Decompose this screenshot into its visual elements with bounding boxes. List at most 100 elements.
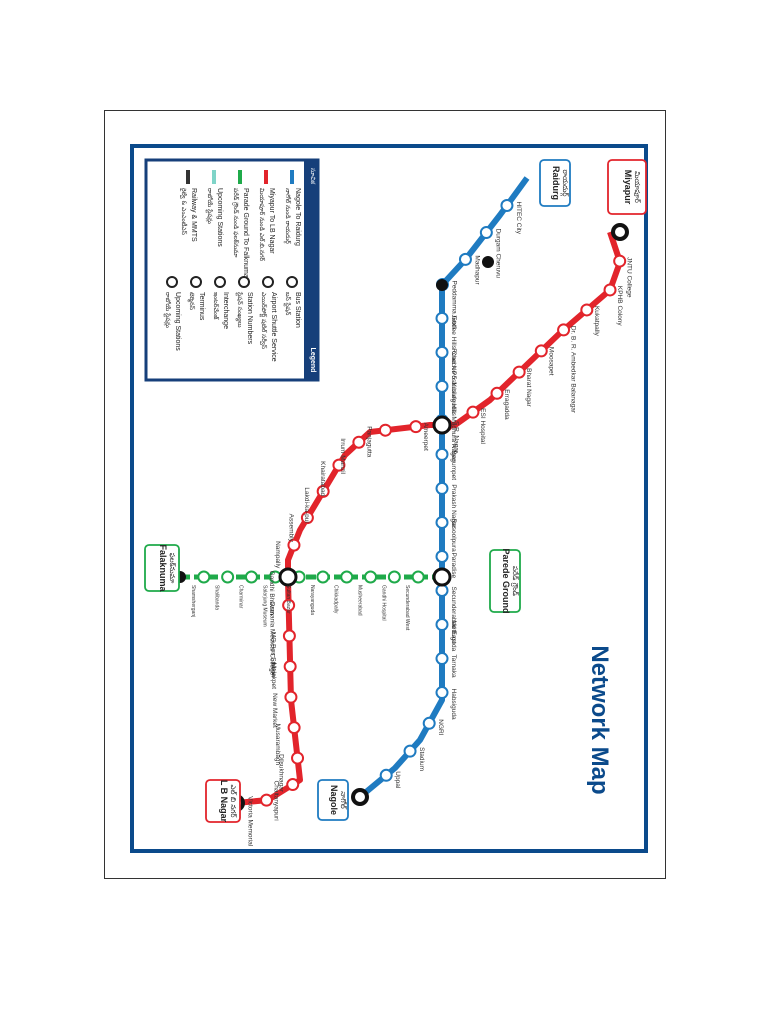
- station-label: Lakdi-ka-pul: [303, 487, 310, 523]
- station-blue-2[interactable]: [458, 252, 472, 266]
- interchange-icon[interactable]: [432, 415, 452, 435]
- legend-item-te: ఎయిర్‌పోర్ట్ షటిల్ సర్వీస్: [259, 292, 268, 349]
- svg-text:Parede Ground: Parede Ground: [501, 548, 511, 613]
- station-red-3[interactable]: [557, 323, 571, 337]
- station-label: Shalibanda: [214, 585, 220, 610]
- station-red-12[interactable]: [332, 458, 346, 472]
- legend-item-te: మియాపూర్ నుండి ఎల్.బి.నగర్: [258, 188, 266, 261]
- interchange-icon[interactable]: [278, 567, 298, 587]
- legend-item-te: ఇంటర్‌చేంజ్: [212, 292, 220, 320]
- station-blue-16[interactable]: [422, 716, 436, 730]
- station-red-15[interactable]: [287, 538, 301, 552]
- station-green-5[interactable]: [316, 570, 330, 584]
- station-red-0[interactable]: [613, 254, 627, 268]
- station-red-22[interactable]: [291, 751, 305, 765]
- station-label: Jubilee Hills Check Post: [450, 314, 457, 384]
- svg-text:Nagole: Nagole: [329, 785, 339, 815]
- station-blue-9[interactable]: [435, 481, 449, 495]
- interchange-icon[interactable]: [432, 567, 452, 587]
- station-blue-18[interactable]: [379, 768, 393, 782]
- station-green-1[interactable]: [221, 570, 235, 584]
- station-red-20[interactable]: [284, 690, 298, 704]
- station-label: JNTU College: [626, 257, 633, 298]
- station-red-2[interactable]: [580, 303, 594, 317]
- station-blue-12[interactable]: [435, 583, 449, 597]
- station-label: Tarnaka: [450, 655, 457, 679]
- station-label: Secunderabad West: [404, 585, 410, 631]
- legend-item-te: టెర్మినస్: [187, 292, 196, 310]
- station-blue-1[interactable]: [479, 226, 493, 240]
- station-blue-6[interactable]: [435, 379, 449, 393]
- station-green-0[interactable]: [197, 570, 211, 584]
- legend-item-label: Terminus: [198, 292, 205, 321]
- legend-symbol-icon: [262, 276, 274, 288]
- station-label: Shamsherganj: [190, 585, 196, 617]
- station-green-2[interactable]: [244, 570, 258, 584]
- legend-symbol-icon: [286, 276, 298, 288]
- station-label: KPHB Colony: [616, 286, 623, 326]
- station-green-6[interactable]: [340, 570, 354, 584]
- station-red-24[interactable]: [260, 793, 274, 807]
- station-label: Malakpet: [270, 663, 277, 690]
- station-label: Osmania Medical College: [269, 601, 276, 675]
- station-label: NGRI: [437, 719, 444, 735]
- station-red-4[interactable]: [534, 344, 548, 358]
- station-label: Ameerpet: [422, 423, 429, 451]
- station-label: Narayanguda: [309, 585, 315, 615]
- station-red-5[interactable]: [512, 365, 526, 379]
- station-green-7[interactable]: [364, 570, 378, 584]
- legend-item-label: Nagole To Raidurg: [294, 188, 301, 246]
- station-label: New Market: [271, 693, 278, 728]
- station-label: Nampally: [274, 541, 281, 569]
- station-red-19[interactable]: [283, 660, 297, 674]
- legend-item-label: Railway & MMTS: [190, 188, 197, 242]
- station-label: Musheerabad: [357, 585, 363, 616]
- station-label: Victoria Memorial: [247, 796, 254, 847]
- station-label: MG Bus Station: [269, 632, 276, 678]
- station-red-10[interactable]: [378, 423, 392, 437]
- station-blue-11[interactable]: [435, 549, 449, 563]
- station-blue-15[interactable]: [435, 686, 449, 700]
- station-red-23[interactable]: [286, 778, 300, 792]
- station-label: Begumpet: [450, 450, 457, 480]
- terminus-icon: [351, 788, 369, 806]
- station-blue-5[interactable]: [435, 345, 449, 359]
- station-red-11[interactable]: [352, 435, 366, 449]
- svg-text:L B Nagar: L B Nagar: [219, 780, 229, 823]
- station-blue-8[interactable]: [435, 447, 449, 461]
- station-blue-0[interactable]: [500, 198, 514, 212]
- station-green-8[interactable]: [387, 570, 401, 584]
- station-green-9[interactable]: [411, 570, 425, 584]
- station-red-9[interactable]: [409, 420, 423, 434]
- station-red-6[interactable]: [490, 386, 504, 400]
- station-red-13[interactable]: [316, 484, 330, 498]
- station-label: Madhapur: [473, 255, 480, 285]
- station-blue-10[interactable]: [435, 515, 449, 529]
- station-red-17[interactable]: [282, 598, 296, 612]
- terminus-icon: [611, 223, 629, 241]
- station-red-14[interactable]: [300, 511, 314, 525]
- station-red-18[interactable]: [282, 629, 296, 643]
- station-blue-17[interactable]: [403, 744, 417, 758]
- legend-swatch: [290, 170, 294, 184]
- station-label: Panjagutta: [365, 426, 372, 457]
- station-blue-14[interactable]: [435, 652, 449, 666]
- legend-item-label: Miyapur To LB Nagar: [268, 188, 275, 254]
- station-blue-13[interactable]: [435, 618, 449, 632]
- station-blue-4[interactable]: [435, 311, 449, 325]
- station-red-7[interactable]: [466, 405, 480, 419]
- upcoming-station-icon: [436, 279, 448, 291]
- station-red-21[interactable]: [287, 721, 301, 735]
- station-label: ESI Hospital: [479, 408, 486, 444]
- station-label: Gandhi Bhavan: [268, 571, 275, 616]
- legend-item-te: బస్ స్టేషన్: [283, 292, 292, 315]
- legend-item-label: Bus Station: [294, 292, 301, 328]
- station-label: Stadium: [418, 747, 425, 771]
- station-red-1[interactable]: [603, 283, 617, 297]
